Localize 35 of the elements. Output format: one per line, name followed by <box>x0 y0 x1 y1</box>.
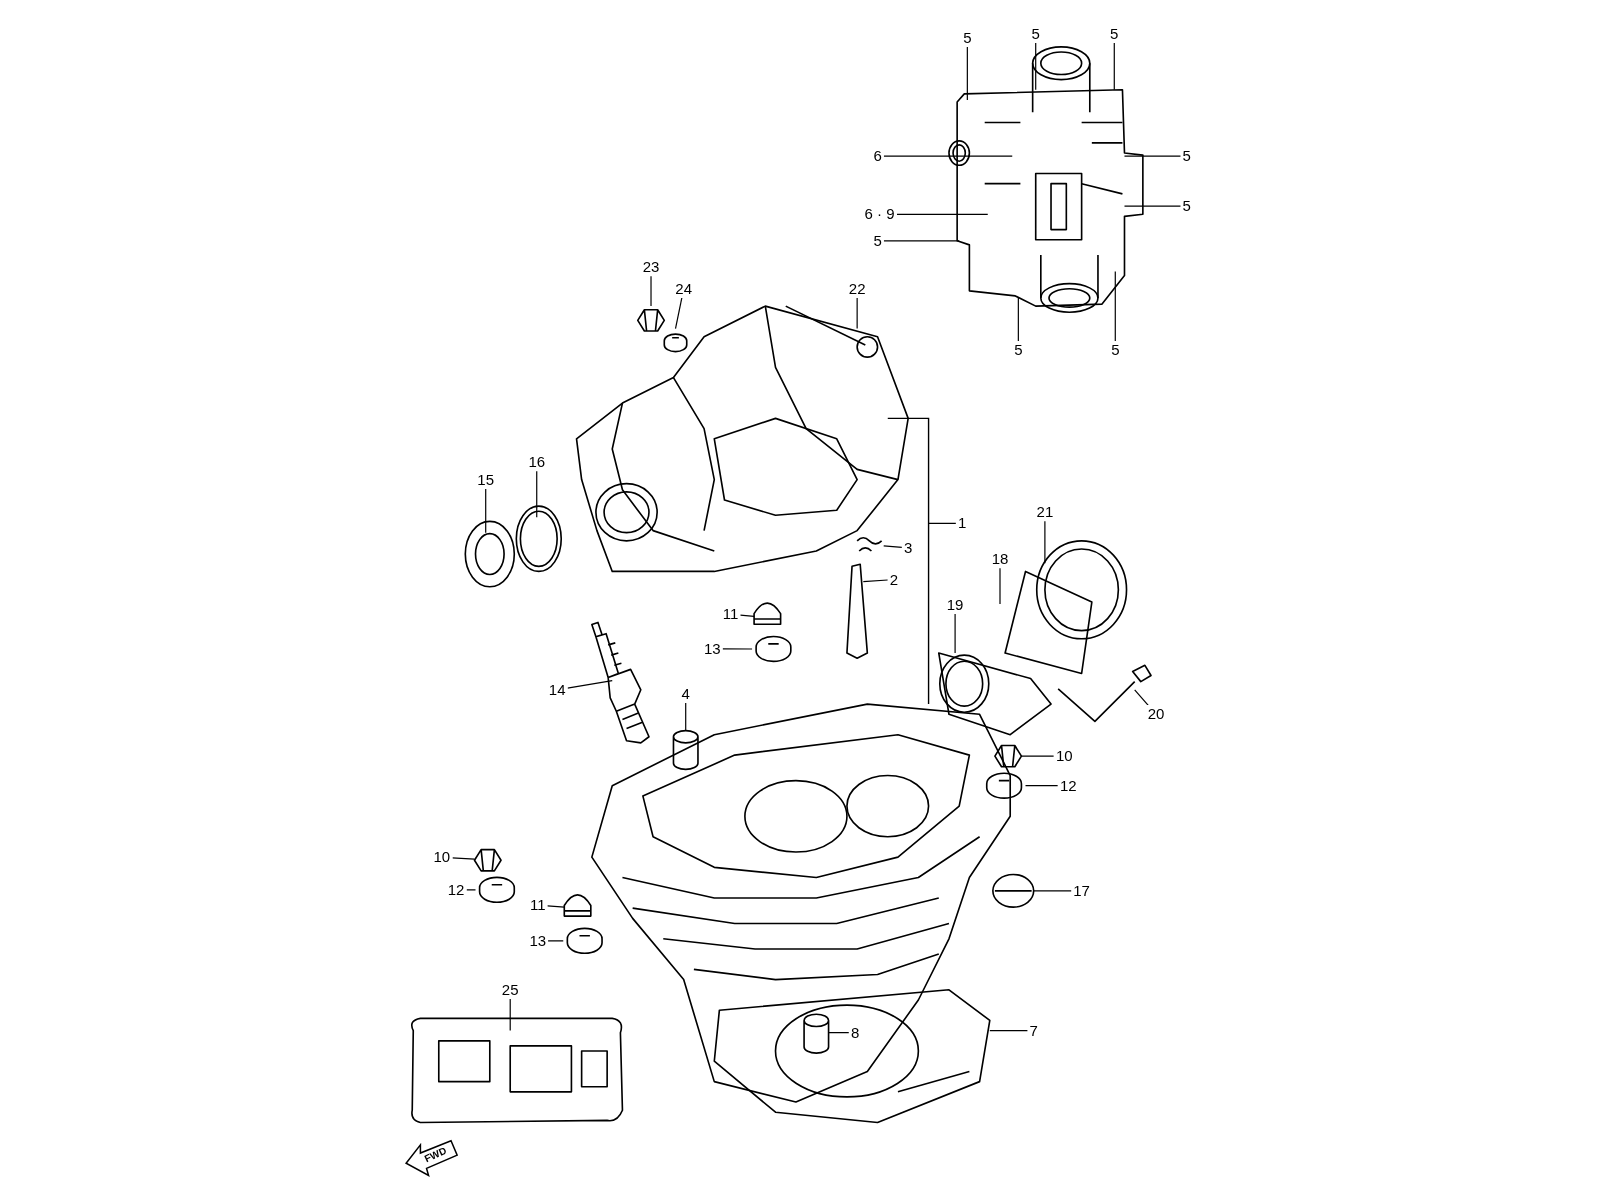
leader-line <box>650 275 652 307</box>
leader-line <box>674 297 683 330</box>
leader-line <box>1134 689 1149 706</box>
leader-line <box>1024 785 1059 787</box>
leader-line <box>1114 270 1116 342</box>
direction-label: FWD <box>423 1144 449 1165</box>
leader-line <box>966 46 968 101</box>
leader-line <box>856 297 858 330</box>
leader-line <box>1035 42 1037 91</box>
leader-line <box>685 702 687 732</box>
leader-line <box>485 487 487 534</box>
leader-line <box>566 680 613 689</box>
leader-line <box>722 648 753 650</box>
leader-line <box>954 613 956 654</box>
leader-line <box>1113 42 1115 91</box>
leader-line <box>862 579 889 583</box>
leader-line <box>546 905 565 908</box>
leader-line <box>1020 755 1055 757</box>
leader-line <box>739 614 755 617</box>
leader-line <box>1033 890 1072 892</box>
leader-line <box>1123 205 1182 207</box>
leader-line <box>536 470 538 518</box>
leader-line <box>989 1030 1029 1032</box>
leader-line <box>883 545 903 549</box>
leader-line <box>927 522 957 525</box>
leader-line <box>509 998 511 1032</box>
leader-line <box>451 857 476 860</box>
leader-line <box>883 240 960 242</box>
leader-line <box>1123 155 1182 157</box>
leader-line <box>999 567 1001 605</box>
leader-line <box>1044 520 1046 564</box>
leader-line <box>883 155 1013 157</box>
leader-line <box>1017 297 1019 342</box>
leader-line <box>896 213 989 215</box>
leader-line <box>827 1032 850 1034</box>
